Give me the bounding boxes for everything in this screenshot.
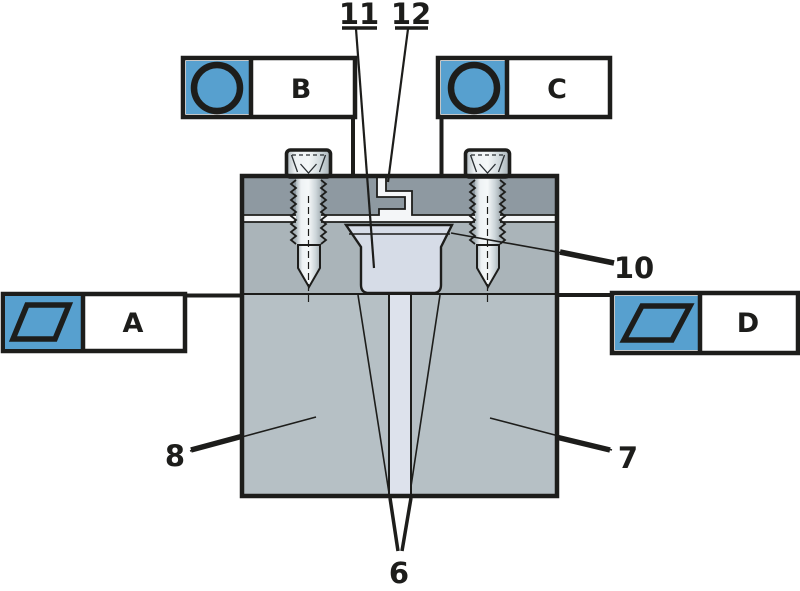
screw-right-thread-left <box>468 179 477 245</box>
callout-6-number: 6 <box>389 556 409 590</box>
callout-8-leader-stub <box>190 433 244 453</box>
callout-10: 10 <box>450 232 654 285</box>
datum-d-letter: D <box>737 308 759 339</box>
parallelogram-symbol-icon <box>8 302 74 342</box>
datum-label-c: C <box>435 55 613 120</box>
screw-right-socket <box>469 154 506 174</box>
datum-label-d: D <box>609 290 800 356</box>
callout-11: 11 <box>339 0 379 31</box>
callout-6-leader-left <box>388 497 400 552</box>
datum-b-letter: B <box>291 74 312 105</box>
block-outline <box>239 173 560 499</box>
callout-12: 12 <box>391 0 431 31</box>
callout-7-leader-stub <box>555 434 611 453</box>
callout-10-leader-stub <box>559 249 615 266</box>
datum-label-a: A <box>0 291 188 354</box>
callout-7: 7 <box>489 417 638 475</box>
screw-right-thread-right <box>498 179 507 245</box>
callout-12-number: 12 <box>391 0 431 31</box>
datum-c-letter: C <box>547 74 567 105</box>
callout-8-number: 8 <box>165 439 185 473</box>
screw-left-socket <box>290 154 327 174</box>
circle-symbol-icon <box>190 61 244 115</box>
circle-symbol-icon <box>447 61 501 115</box>
callout-6: 6 <box>388 497 413 590</box>
screw-left-thread-left <box>289 179 298 245</box>
callout-6-leader-right <box>400 497 413 552</box>
datum-a-letter: A <box>123 308 144 339</box>
leader-11 <box>354 28 376 269</box>
callout-11-number: 11 <box>339 0 379 31</box>
sprue-cone-lines <box>357 294 441 494</box>
datum-label-b: B <box>180 55 358 120</box>
leader-12 <box>386 28 410 183</box>
sprue-bushing-insert <box>343 223 454 295</box>
screw-left-thread-right <box>319 179 328 245</box>
screw-right <box>463 148 512 305</box>
callout-8: 8 <box>165 416 317 473</box>
screw-left <box>284 148 333 305</box>
callout-7-number: 7 <box>618 441 638 475</box>
parallelogram-symbol-icon <box>619 303 695 343</box>
sprue-channel <box>388 293 412 496</box>
callout-10-number: 10 <box>614 251 654 285</box>
